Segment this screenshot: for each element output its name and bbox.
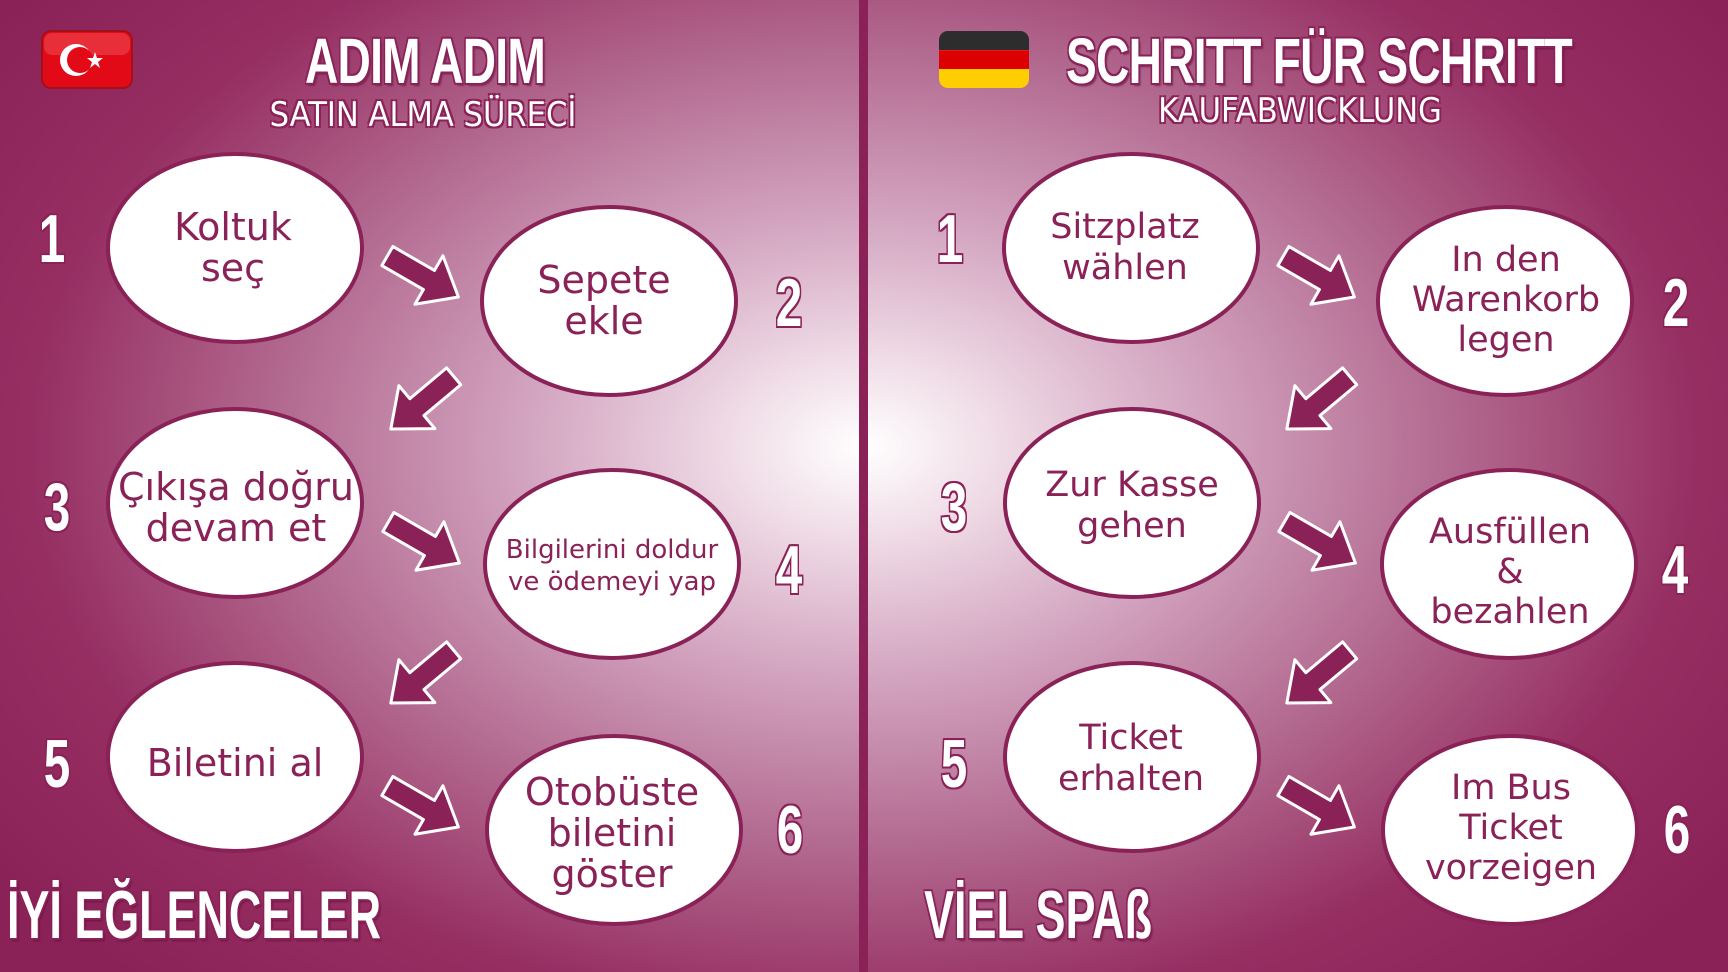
arrow-down-right-icon [1267,230,1370,323]
step-bubble-right-5 [1003,661,1261,853]
step-number: 2 [775,265,803,341]
step-bubble-left-6 [485,734,743,926]
germany-flag-icon [939,31,1029,88]
step-text: Sitzplatz wählen [1050,207,1200,288]
step-text: Çıkışa doğru devam et [117,465,354,550]
right-subtitle: KAUFABWICKLUNG [1158,91,1442,131]
step-bubble-right-2 [1376,205,1634,397]
left-title: ADIM ADIM [304,25,546,97]
step-text: In den Warenkorb legen [1411,240,1601,360]
step-text: Ticket erhalten [1057,718,1205,799]
arrow-down-left-icon [1267,627,1370,726]
step-bubble-right-6 [1381,734,1639,926]
step-number: 3 [940,469,968,545]
step-number: 2 [1662,265,1690,341]
step-text: Otobüste biletini göster [524,769,700,896]
step-bubble-right-4 [1380,468,1638,660]
arrow-down-left-icon [1267,353,1370,452]
arrow-down-left-icon [371,627,474,726]
step-number: 4 [1661,532,1689,608]
arrow-down-left-icon [371,353,474,452]
step-bubble-left-5 [106,661,364,853]
arrow-down-right-icon [371,760,474,853]
step-number: 1 [38,201,66,277]
step-text: Biletini al [146,740,324,785]
arrow-down-right-icon [371,230,474,323]
left-footer: İYİ EĞLENCELER [6,877,382,953]
step-bubble-left-3 [106,407,364,599]
arrow-down-right-icon [372,496,475,589]
step-text: Sepete ekle [537,258,671,343]
step-number: 6 [1663,792,1691,868]
step-bubble-left-4 [483,468,741,660]
step-number: 1 [936,201,964,277]
step-number: 5 [43,726,71,802]
step-text: Koltuk seç [174,205,292,290]
arrow-down-right-icon [1268,496,1371,589]
step-text: Im Bus Ticket vorzeigen [1424,768,1598,888]
step-number: 6 [776,792,804,868]
step-number: 3 [43,469,71,545]
turkey-flag-icon [41,30,133,89]
step-text: Bilgilerini doldur ve ödemeyi yap [505,535,719,597]
right-title: SCHRITT FÜR SCHRITT [1066,25,1573,97]
left-subtitle: SATIN ALMA SÜRECİ [269,95,577,135]
right-footer: VİEL SPAß [924,877,1152,953]
step-bubble-left-2 [480,205,738,397]
arrow-down-right-icon [1267,760,1370,853]
step-bubble-right-1 [1002,152,1260,344]
step-text: Zur Kasse gehen [1045,465,1219,546]
step-number: 4 [775,532,803,608]
step-bubble-left-1 [106,152,364,344]
step-number: 5 [940,726,968,802]
center-divider [859,0,868,972]
step-bubble-right-3 [1003,407,1261,599]
step-text: Ausfüllen & bezahlen [1428,512,1592,632]
